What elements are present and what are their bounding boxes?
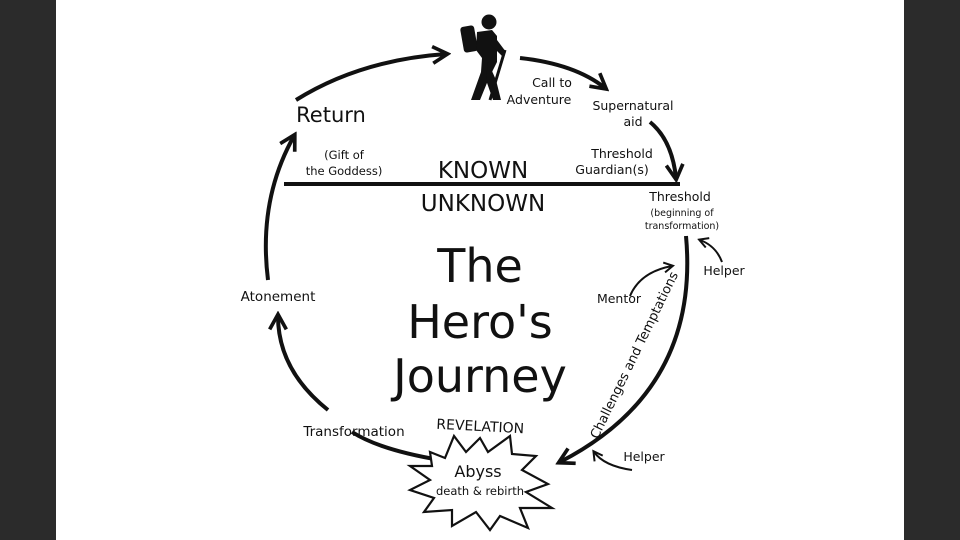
- abyss-burst: [406, 433, 556, 532]
- arrow-call-to-adventure: [519, 56, 605, 88]
- arrow-abyss-to-transformation: [350, 430, 441, 462]
- threshold-label: Threshold: [648, 189, 711, 204]
- gift-line-1: (Gift of: [324, 148, 365, 162]
- helper-arrow-bottom: [594, 452, 633, 471]
- helper-arrow-top: [700, 240, 723, 263]
- helper-label-top: Helper: [703, 263, 745, 278]
- unknown-label: UNKNOWN: [421, 191, 545, 217]
- title-line-1: The: [436, 239, 523, 293]
- abyss-label: Abyss: [454, 462, 501, 481]
- transformation-label: Transformation: [302, 424, 404, 440]
- arc-challenges: [560, 235, 690, 462]
- supernatural-aid-line-1: Supernatural: [592, 98, 673, 113]
- return-label: Return: [296, 103, 366, 127]
- title-line-2: Hero's: [407, 295, 553, 349]
- threshold-note-line-1: (beginning of: [650, 208, 714, 219]
- arrow-to-atonement: [278, 316, 330, 412]
- mentor-label: Mentor: [597, 291, 642, 306]
- arrow-to-threshold: [648, 120, 676, 178]
- threshold-guardian-line-1: Threshold: [590, 146, 653, 161]
- call-to-adventure-line-2: Adventure: [507, 92, 572, 107]
- gift-line-2: the Goddess): [306, 164, 383, 178]
- letterbox-left: [0, 0, 56, 540]
- letterbox-right: [904, 0, 960, 540]
- arrow-return-to-start: [294, 54, 446, 102]
- abyss-note: death & rebirth: [436, 484, 524, 498]
- supernatural-aid-line-2: aid: [623, 114, 642, 129]
- arrow-to-return: [263, 136, 294, 281]
- threshold-guardian-line-2: Guardian(s): [575, 162, 648, 177]
- title-line-3: Journey: [390, 349, 567, 403]
- call-to-adventure-line-1: Call to: [532, 75, 572, 90]
- known-label: KNOWN: [438, 158, 528, 184]
- threshold-note-line-2: transformation): [645, 221, 719, 232]
- hiker-icon: [460, 14, 507, 101]
- revelation-label: REVELATION: [436, 417, 524, 438]
- mentor-arrow: [629, 266, 672, 297]
- helper-label-bottom: Helper: [623, 449, 665, 464]
- atonement-label: Atonement: [241, 289, 316, 305]
